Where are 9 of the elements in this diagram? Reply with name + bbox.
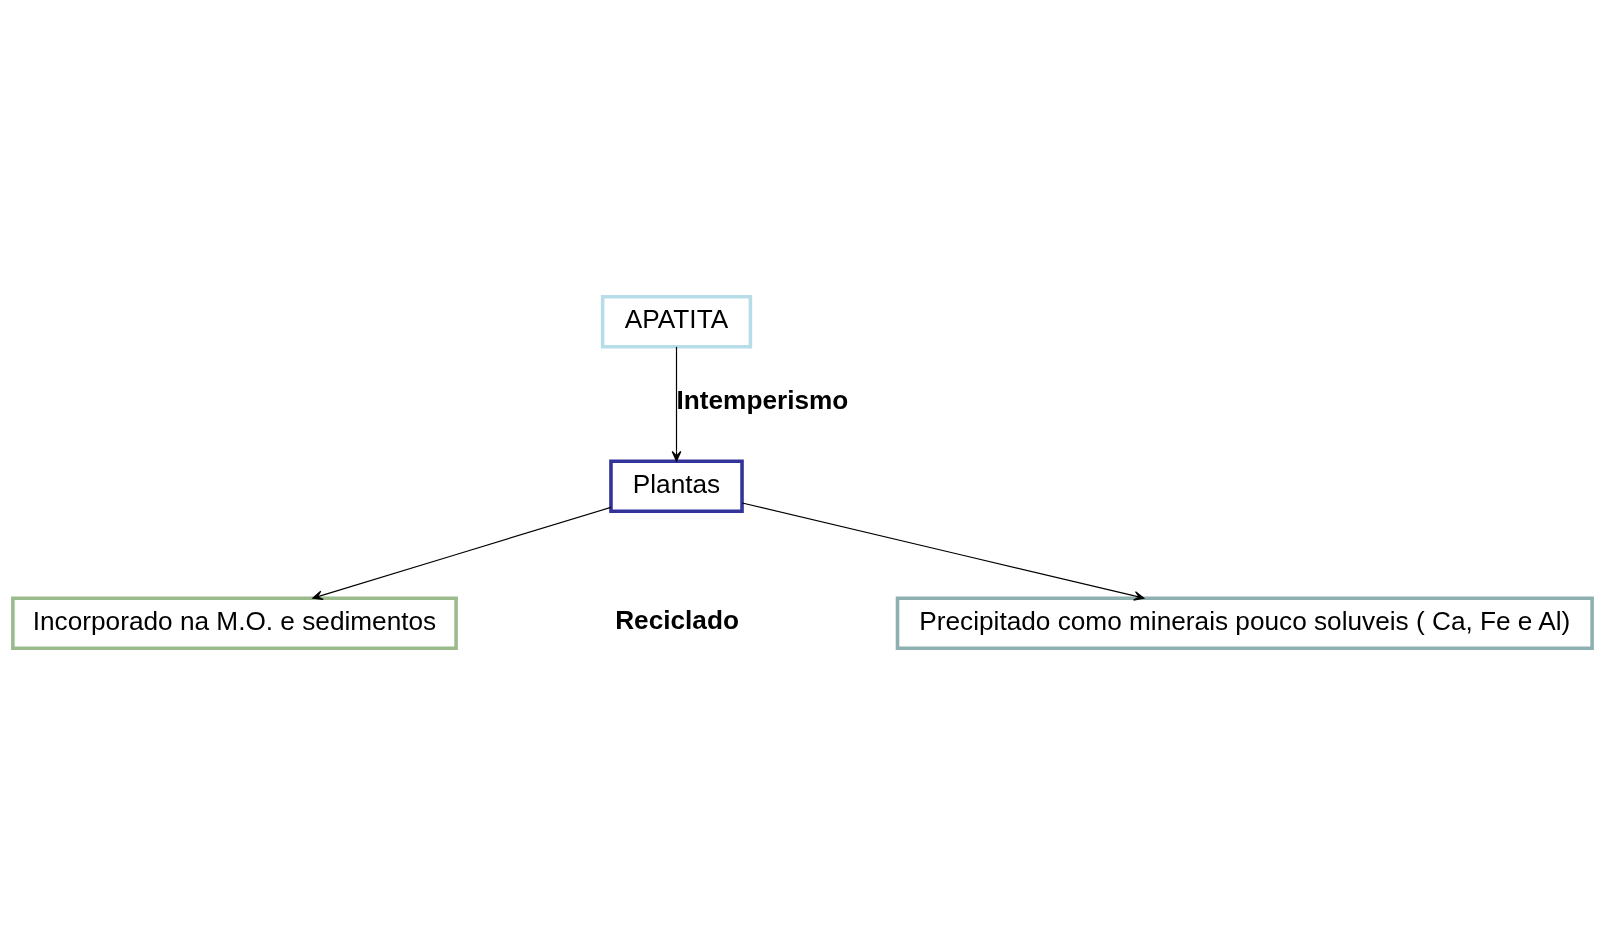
node-box: APATITA [600, 294, 753, 349]
arrow [671, 345, 682, 462]
arrow [741, 501, 1145, 601]
edge-label: Intemperismo [676, 384, 849, 415]
label: Reciclado [615, 604, 739, 635]
node-box: Incorporado na M.O. e sedimentos [11, 595, 458, 650]
node-box: Precipitado como minerais pouco soluveis ( Ca, Fe e Al) [895, 595, 1594, 650]
arrow [312, 506, 612, 600]
node-box: Plantas [609, 458, 744, 513]
